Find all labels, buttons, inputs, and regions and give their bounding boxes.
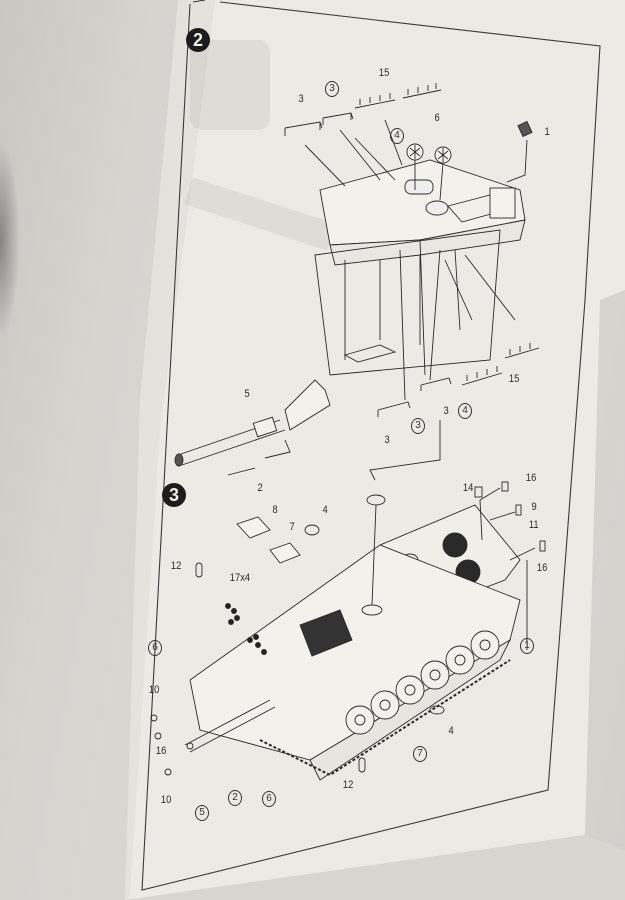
part-label-3-circled-lower: 3 bbox=[411, 418, 425, 434]
step-3-badge: 3 bbox=[162, 483, 186, 507]
part-label-3-lower-left: 3 bbox=[384, 434, 390, 446]
part-label-1-circled: 1 bbox=[520, 638, 534, 654]
part-label-7: 7 bbox=[289, 521, 295, 533]
part-label-2-circled: 2 bbox=[228, 790, 242, 806]
part-label-12-bottom: 12 bbox=[342, 779, 354, 791]
part-label-3-lower-right: 3 bbox=[443, 405, 449, 417]
part-label-15-lower: 15 bbox=[508, 373, 520, 385]
part-label-16-top: 16 bbox=[525, 472, 537, 484]
part-label-16-left: 16 bbox=[155, 745, 167, 757]
part-label-8: 8 bbox=[272, 504, 278, 516]
part-label-3: 3 bbox=[298, 93, 304, 105]
part-label-14: 14 bbox=[462, 482, 474, 494]
part-label-10-top: 10 bbox=[148, 684, 160, 696]
step-2-badge: 2 bbox=[186, 28, 210, 52]
part-label-17x4: 17x4 bbox=[229, 572, 251, 584]
part-label-5: 5 bbox=[244, 388, 250, 400]
shadow bbox=[0, 140, 20, 340]
part-label-7-circled: 7 bbox=[413, 746, 427, 762]
part-label-2: 2 bbox=[257, 482, 263, 494]
part-label-4: 4 bbox=[322, 504, 328, 516]
part-label-12: 12 bbox=[170, 560, 182, 572]
part-label-15: 15 bbox=[378, 67, 390, 79]
part-label-5-circled: 5 bbox=[195, 805, 209, 821]
part-label-3-circled: 3 bbox=[325, 81, 339, 97]
part-label-16-right: 16 bbox=[536, 562, 548, 574]
part-label-9: 9 bbox=[531, 501, 537, 513]
step-3-diagram bbox=[150, 481, 546, 781]
step-2-diagram bbox=[174, 83, 540, 481]
part-label-4-circled: 4 bbox=[390, 128, 404, 144]
part-label-4-bottom: 4 bbox=[448, 725, 454, 737]
part-label-10-bottom: 10 bbox=[160, 794, 172, 806]
part-label-11: 11 bbox=[528, 519, 539, 531]
part-label-1: 1 bbox=[544, 126, 550, 138]
part-label-4-circled-lower: 4 bbox=[458, 403, 472, 419]
part-label-6-circled-left: 6 bbox=[148, 640, 162, 656]
part-label-6: 6 bbox=[434, 112, 440, 124]
part-label-6-circled-bottom: 6 bbox=[262, 791, 276, 807]
